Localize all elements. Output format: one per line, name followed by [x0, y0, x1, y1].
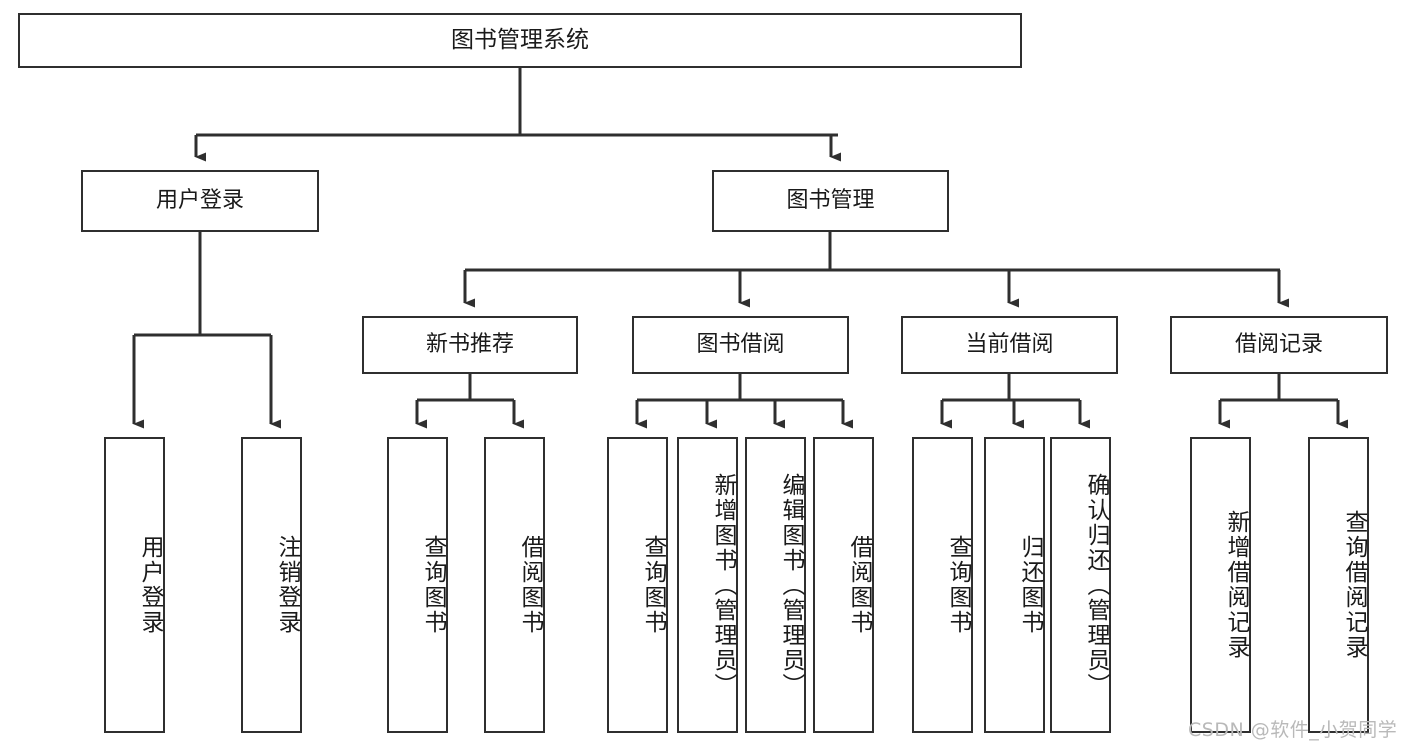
node-user-login-label: 用户登录: [155, 188, 244, 214]
leaf-add-book-admin-label: 新增图书（管理员）: [710, 472, 736, 698]
node-book-management-label: 图书管理: [786, 188, 875, 214]
node-book-borrow[interactable]: 图书借阅: [632, 316, 849, 374]
leaf-confirm-return-admin-label: 确认归还（管理员）: [1083, 472, 1109, 698]
leaf-query-book-recommend-label: 查询图书: [420, 535, 446, 635]
leaf-logout[interactable]: 注销登录: [241, 437, 302, 733]
leaf-edit-book-admin-label: 编辑图书（管理员）: [778, 472, 804, 698]
node-book-borrow-label: 图书借阅: [696, 332, 785, 358]
csdn-watermark: CSDN @软件_小贺同学: [1188, 719, 1398, 741]
node-root[interactable]: 图书管理系统: [18, 13, 1022, 68]
node-root-label: 图书管理系统: [451, 26, 589, 53]
leaf-borrow-book-recommend-label: 借阅图书: [517, 535, 543, 635]
leaf-query-borrow-record[interactable]: 查询借阅记录: [1308, 437, 1369, 733]
leaf-confirm-return-admin[interactable]: 确认归还（管理员）: [1050, 437, 1111, 733]
leaf-logout-label: 注销登录: [274, 535, 300, 635]
leaf-query-book-borrow[interactable]: 查询图书: [607, 437, 668, 733]
leaf-add-borrow-record-label: 新增借阅记录: [1223, 510, 1249, 660]
node-new-book-recommend[interactable]: 新书推荐: [362, 316, 578, 374]
node-user-login[interactable]: 用户登录: [81, 170, 319, 232]
node-current-borrow-label: 当前借阅: [965, 332, 1054, 358]
leaf-borrow-book-label: 借阅图书: [846, 535, 872, 635]
leaf-query-book-recommend[interactable]: 查询图书: [387, 437, 448, 733]
leaf-return-book[interactable]: 归还图书: [984, 437, 1045, 733]
leaf-query-book-current[interactable]: 查询图书: [912, 437, 973, 733]
leaf-borrow-book[interactable]: 借阅图书: [813, 437, 874, 733]
leaf-user-login-label: 用户登录: [137, 535, 163, 635]
node-new-book-recommend-label: 新书推荐: [425, 332, 514, 358]
leaf-edit-book-admin[interactable]: 编辑图书（管理员）: [745, 437, 806, 733]
leaf-add-borrow-record[interactable]: 新增借阅记录: [1190, 437, 1251, 733]
leaf-query-book-borrow-label: 查询图书: [640, 535, 666, 635]
leaf-query-borrow-record-label: 查询借阅记录: [1341, 510, 1367, 660]
node-book-management[interactable]: 图书管理: [712, 170, 949, 232]
node-current-borrow[interactable]: 当前借阅: [901, 316, 1118, 374]
node-borrow-record[interactable]: 借阅记录: [1170, 316, 1388, 374]
leaf-add-book-admin[interactable]: 新增图书（管理员）: [677, 437, 738, 733]
leaf-return-book-label: 归还图书: [1017, 535, 1043, 635]
leaf-user-login[interactable]: 用户登录: [104, 437, 165, 733]
node-borrow-record-label: 借阅记录: [1234, 332, 1323, 358]
leaf-borrow-book-recommend[interactable]: 借阅图书: [484, 437, 545, 733]
leaf-query-book-current-label: 查询图书: [945, 535, 971, 635]
